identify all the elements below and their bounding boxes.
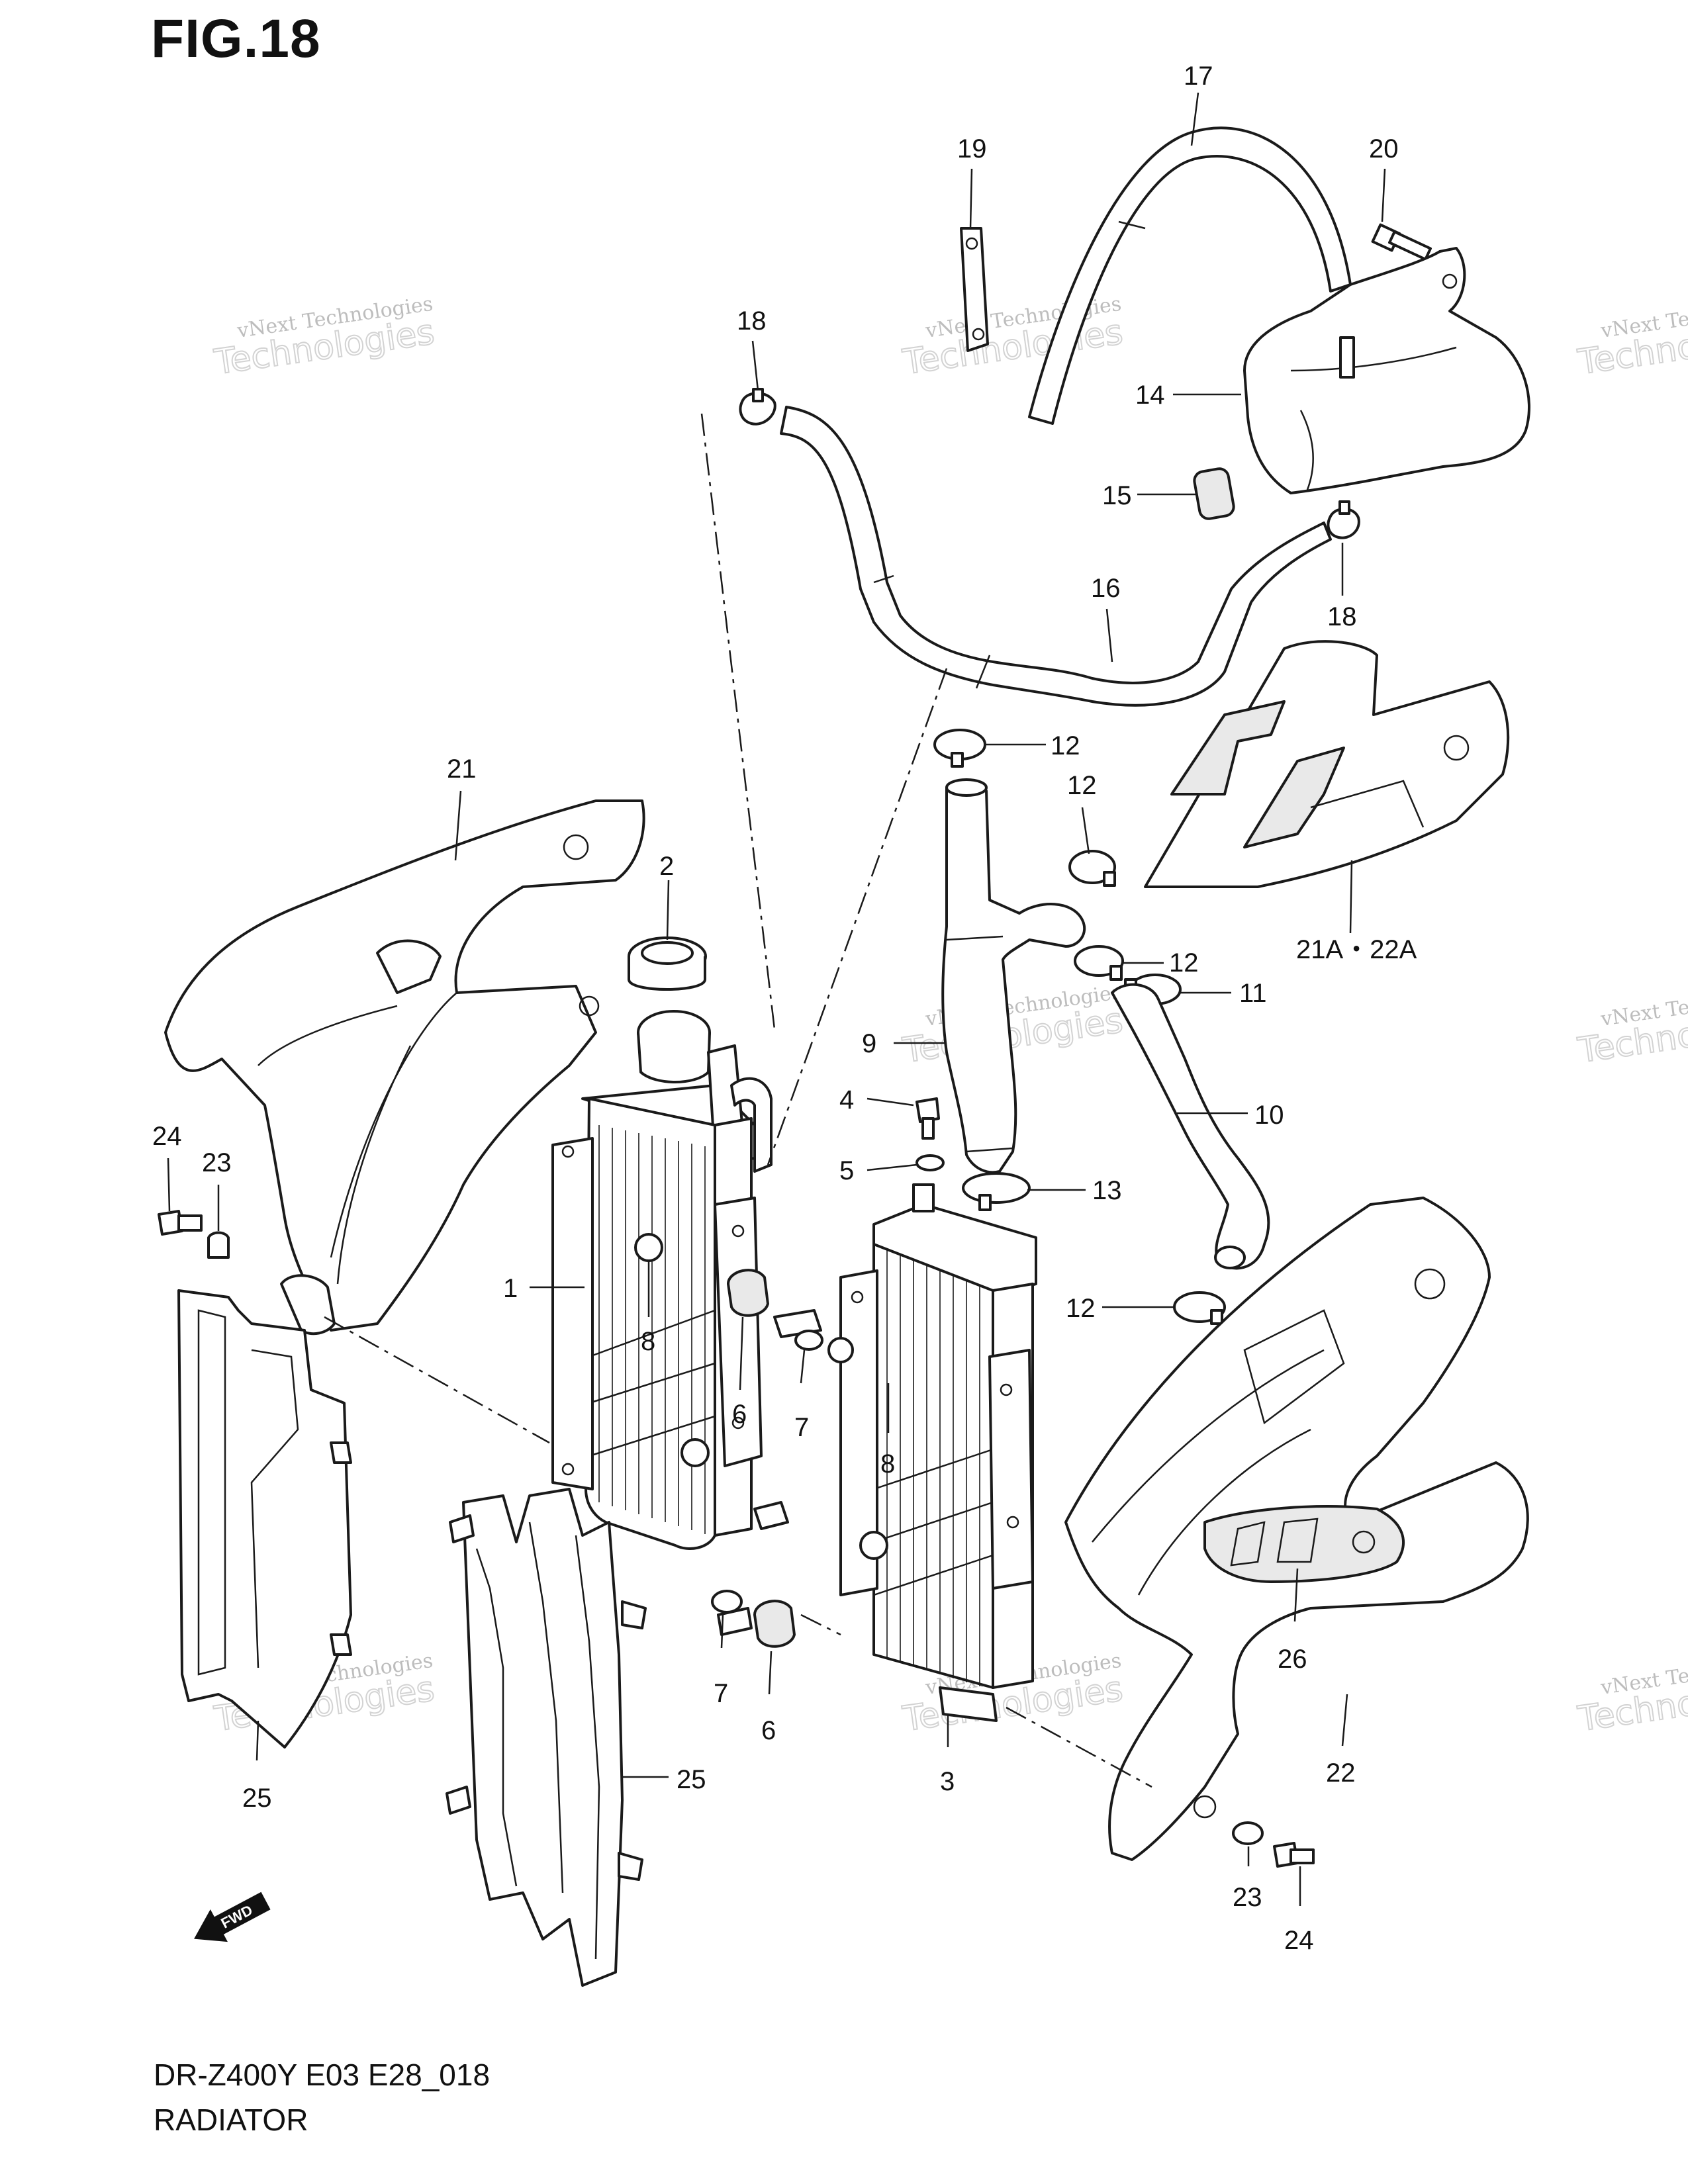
part-23-collar-left: [207, 1231, 230, 1259]
part-23-collar-right: [1232, 1821, 1264, 1845]
callout-8-left: 8: [641, 1327, 655, 1356]
watermark: Technologies vNext Technologies: [900, 293, 1126, 383]
callout-3: 3: [940, 1767, 955, 1796]
callout-23-right: 23: [1233, 1883, 1262, 1912]
hose-outlet-left: [730, 1077, 773, 1173]
callout-15: 15: [1102, 481, 1132, 510]
parts-drawing: FWD: [158, 126, 1530, 1987]
callout-12-a: 12: [1051, 731, 1080, 760]
callout-7-upper: 7: [794, 1413, 809, 1442]
part-1-left-radiator: [551, 1010, 789, 1550]
part-24-bolt-left: [158, 1210, 203, 1236]
section-name: RADIATOR: [154, 2103, 308, 2137]
callout-12-d: 12: [1066, 1294, 1096, 1323]
callout-26: 26: [1278, 1645, 1307, 1674]
part-4-bolt: [915, 1097, 940, 1140]
callout-16: 16: [1091, 574, 1121, 603]
assembly-lines: [324, 413, 1152, 1788]
part-7-bolt-lower: [711, 1590, 753, 1636]
part-3-right-radiator: [827, 1183, 1037, 1722]
part-21-left-shroud: [164, 799, 645, 1332]
callout-20: 20: [1369, 134, 1399, 163]
part-13-clamp: [962, 1172, 1031, 1211]
part-7-bolt-upper: [773, 1309, 823, 1351]
part-10-radiator-hose: [1111, 983, 1270, 1270]
callout-18-upper: 18: [737, 306, 767, 336]
callout-24-right: 24: [1284, 1926, 1314, 1955]
part-9-radiator-hose: [941, 782, 1086, 1174]
callout-9: 9: [862, 1029, 876, 1058]
callout-7-lower: 7: [714, 1679, 728, 1708]
callout-1: 1: [503, 1274, 518, 1303]
fwd-arrow-icon: FWD: [194, 1891, 271, 1942]
model-code: DR-Z400Y E03 E28_018: [154, 2058, 491, 2092]
callout-10: 10: [1254, 1101, 1284, 1130]
callout-5: 5: [839, 1156, 854, 1185]
figure-title: FIG.18: [151, 9, 321, 69]
callout-12-b: 12: [1067, 771, 1097, 800]
callout-21: 21: [447, 754, 477, 784]
leader-lines: [167, 92, 1386, 1906]
part-6-grommet-lower: [753, 1600, 796, 1648]
callout-19: 19: [957, 134, 987, 163]
part-6-grommet-upper: [727, 1269, 769, 1317]
callout-25-left: 25: [242, 1784, 272, 1813]
part-18-clamp-right: [1327, 500, 1360, 539]
part-2-radiator-cap: [628, 936, 707, 991]
callout-8-right: 8: [880, 1449, 895, 1479]
watermark: Technologies vNext Technologies: [1575, 293, 1688, 383]
callout-18-right: 18: [1327, 602, 1357, 631]
callout-11: 11: [1239, 979, 1267, 1008]
part-15-grommet: [1193, 467, 1235, 520]
callout-25-right: 25: [677, 1765, 706, 1794]
part-18-clamp-upper: [739, 388, 776, 426]
part-19-bracket: [960, 227, 989, 352]
part-20-bolt: [1371, 223, 1432, 261]
callout-22: 22: [1326, 1758, 1356, 1788]
callout-13: 13: [1092, 1176, 1122, 1205]
callout-17: 17: [1184, 62, 1213, 91]
part-12-clamp-a: [933, 729, 986, 768]
watermark: Technologies vNext Technologies: [1575, 1649, 1688, 1740]
callout-4: 4: [839, 1085, 854, 1115]
callout-14: 14: [1135, 381, 1165, 410]
part-12-clamp-c: [1074, 945, 1124, 981]
callout-6-lower: 6: [761, 1716, 776, 1745]
part-25-guard-left: [177, 1289, 352, 1749]
part-24-bolt-right: [1273, 1842, 1315, 1868]
callout-2: 2: [659, 852, 674, 881]
callout-labels: 17 19 20 18 14 15 16 18 12 12 12 11 10 9…: [152, 62, 1417, 1955]
callout-6-upper: 6: [732, 1400, 747, 1429]
part-14-reservoir-tank: [1243, 247, 1530, 494]
part-5-washer: [915, 1154, 945, 1171]
watermark: Technologies vNext Technologies: [1575, 981, 1688, 1071]
part-25-guard-louver: [462, 1488, 624, 1987]
callout-24-left: 24: [152, 1122, 182, 1151]
part-12-clamp-d: [1173, 1291, 1226, 1325]
part-16-overflow-hose: [780, 406, 1332, 707]
part-12-clamp-b: [1068, 850, 1116, 887]
callout-23-left: 23: [202, 1148, 232, 1177]
callout-12-c: 12: [1169, 948, 1199, 978]
callout-21A-22A: 21A・22A: [1296, 935, 1417, 964]
watermark: Technologies vNext Technologies: [211, 293, 438, 383]
